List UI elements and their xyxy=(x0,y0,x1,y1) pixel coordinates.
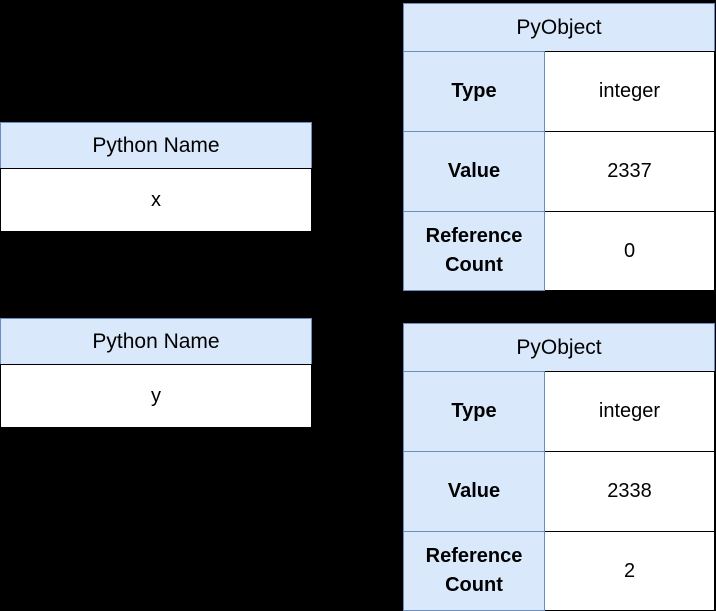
value-value: 2337 xyxy=(545,131,715,211)
reference-count-label: Reference Count xyxy=(403,211,545,291)
python-name-header: Python Name xyxy=(0,318,312,364)
python-name-table-y: Python Name y xyxy=(0,318,312,428)
reference-count-label: Reference Count xyxy=(403,531,545,611)
pyobject-table-2338: PyObject Type integer Value 2338 Referen… xyxy=(403,323,715,611)
pyobject-table-2337: PyObject Type integer Value 2337 Referen… xyxy=(403,3,715,291)
type-label: Type xyxy=(403,51,545,131)
reference-count-value: 2 xyxy=(545,531,715,611)
type-label: Type xyxy=(403,371,545,451)
python-name-value-x: x xyxy=(0,168,312,232)
value-label: Value xyxy=(403,131,545,211)
value-value: 2338 xyxy=(545,451,715,531)
value-label: Value xyxy=(403,451,545,531)
pyobject-header: PyObject xyxy=(403,323,715,371)
type-value: integer xyxy=(545,51,715,131)
python-name-value-y: y xyxy=(0,364,312,428)
python-name-header: Python Name xyxy=(0,122,312,168)
python-name-table-x: Python Name x xyxy=(0,122,312,232)
pyobject-header: PyObject xyxy=(403,3,715,51)
type-value: integer xyxy=(545,371,715,451)
reference-count-value: 0 xyxy=(545,211,715,291)
